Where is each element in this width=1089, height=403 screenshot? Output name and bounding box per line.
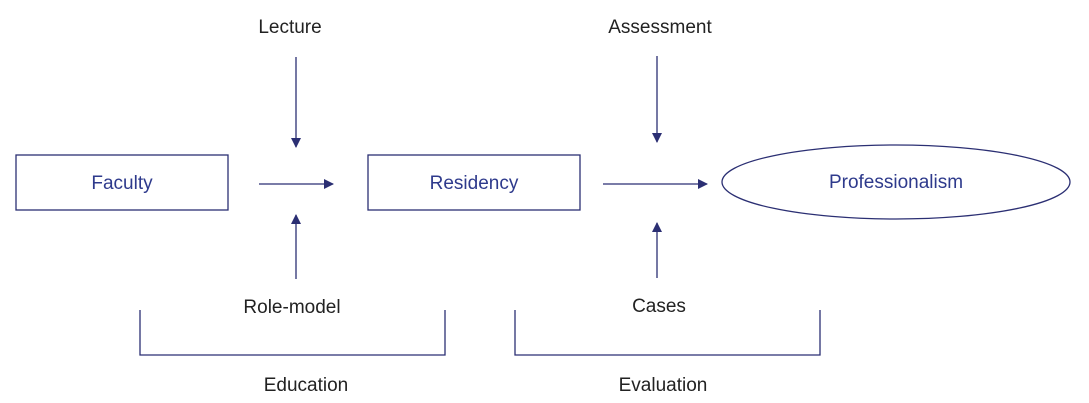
faculty-box — [15, 154, 229, 211]
residency-label: Residency — [430, 173, 519, 194]
professionalism-label: Professionalism — [829, 172, 963, 193]
assessment-label: Assessment — [608, 17, 712, 38]
education-bracket — [139, 310, 446, 356]
cases-label: Cases — [632, 296, 686, 317]
residency-box — [367, 154, 581, 211]
faculty-label: Faculty — [91, 173, 153, 194]
professionalism-ellipse — [721, 144, 1071, 220]
lecture-label: Lecture — [258, 17, 321, 38]
education-label: Education — [264, 375, 349, 396]
evaluation-label: Evaluation — [619, 375, 708, 396]
role-model-label: Role-model — [243, 297, 340, 318]
evaluation-bracket — [514, 310, 821, 356]
